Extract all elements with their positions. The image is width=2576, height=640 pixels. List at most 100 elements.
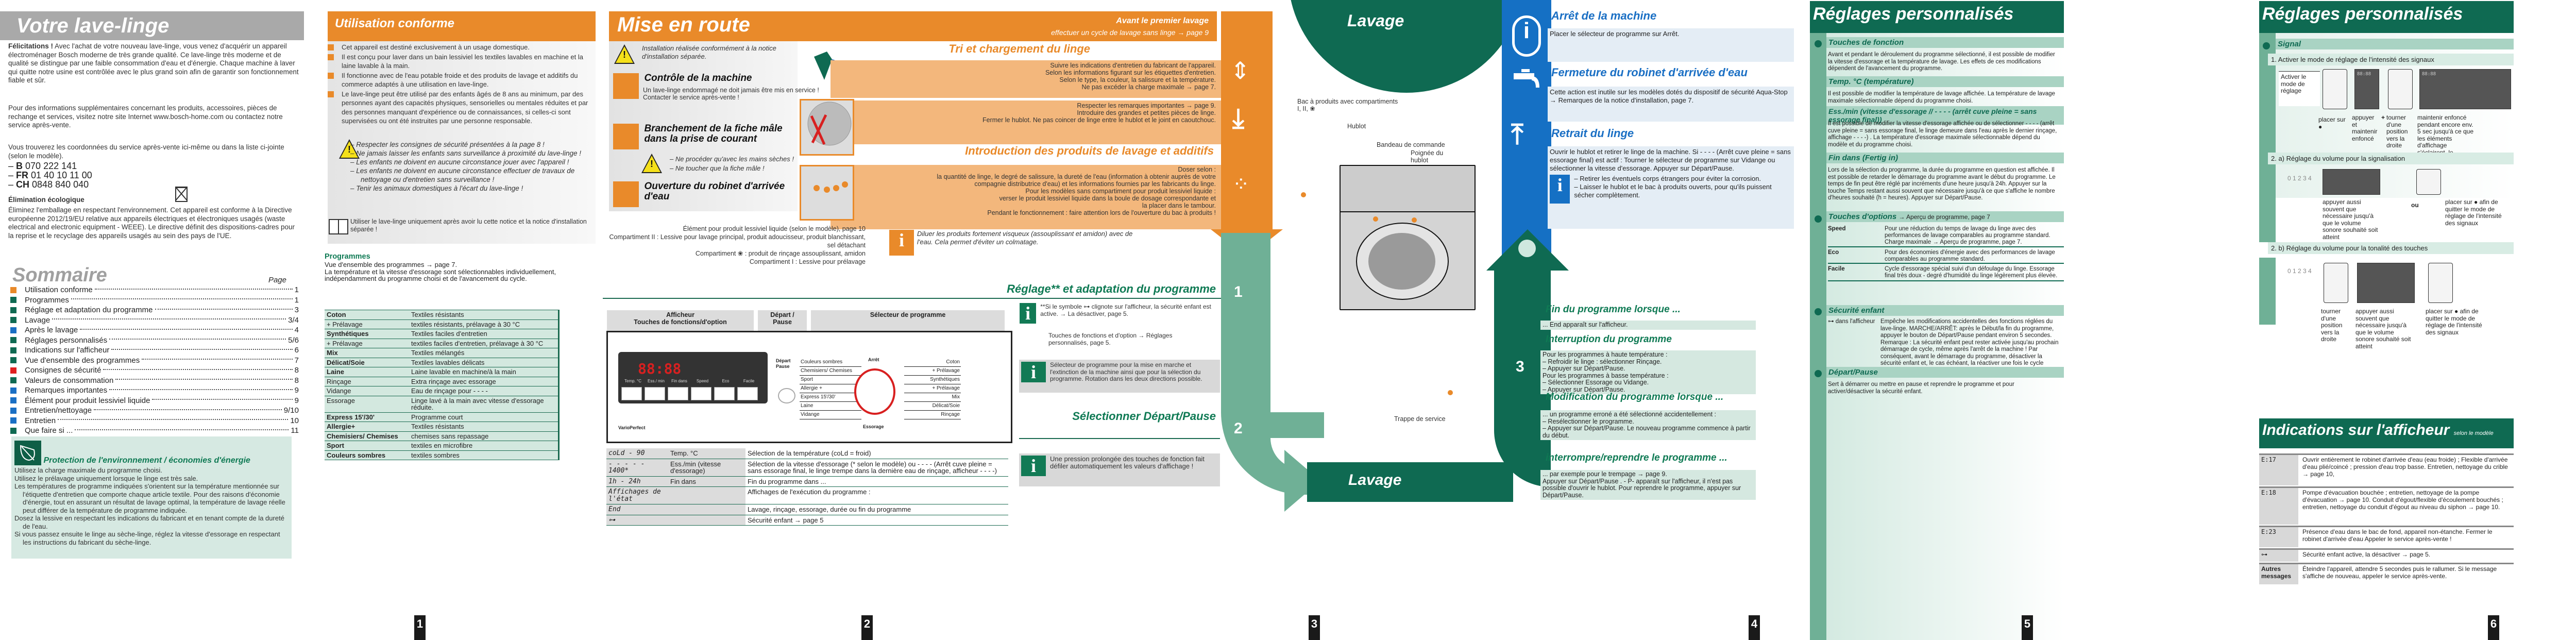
dial-program-label: Délicat/Soie: [904, 402, 961, 411]
panel-head-display: Afficheur Touches de fonctions/d'option: [607, 310, 754, 331]
intro-text: Félicitations ! Avec l'achat de votre no…: [8, 42, 302, 85]
install-steps-box: [609, 41, 798, 211]
washing-machine-illustration: [1340, 165, 1476, 310]
easy-button[interactable]: [737, 387, 758, 400]
table-row: ⊶Sécurité enfant → page 5: [606, 515, 1008, 526]
speed-button[interactable]: [691, 387, 711, 400]
eco-title: Protection de l'environnement / économie…: [43, 456, 250, 465]
caption: tourner d'une position vers la droite: [2321, 308, 2343, 343]
book-note: Utiliser le lave-linge uniquement après …: [350, 218, 587, 233]
detergent-list: Doser selon :la quantité de linge, le de…: [835, 166, 1216, 216]
toc-label: Réglages personnalisés: [25, 335, 108, 345]
install-note: Installation réalisée conformément à la …: [642, 44, 776, 60]
section-title: Modification du programme lorsque ...: [1546, 392, 1724, 402]
book-icon: [329, 219, 348, 234]
green-flow-arrow: [1221, 233, 1270, 413]
display-illustration: [2357, 263, 2415, 303]
dial-program-label: Sport: [800, 376, 861, 384]
eco-button[interactable]: [714, 387, 735, 400]
caption: placer sur ● afin de quitter le mode de …: [2445, 198, 2502, 227]
dilute-note: i Diluer les produits fortement visqueux…: [889, 230, 1133, 256]
bullet-square: [328, 44, 334, 50]
text-line: Élément pour produit lessiviel liquide (…: [683, 225, 866, 232]
section-title: interrompre/reprendre le programme ...: [1546, 452, 1727, 463]
temp-button[interactable]: [621, 387, 642, 400]
dial-program-label: Rinçage: [904, 411, 961, 419]
program-desc: Programme court: [409, 412, 559, 422]
option-key: Speed: [1828, 226, 1846, 232]
bullet-dot: [2263, 42, 2270, 49]
spin-button[interactable]: [645, 387, 665, 400]
display-label: [668, 486, 745, 504]
indications-subtitle: selon le modèle: [2453, 430, 2494, 436]
start-pause-button[interactable]: [778, 388, 795, 403]
dial-program-label: + Prélavage: [904, 367, 961, 376]
error-text: Sécurité enfant active, la désactiver → …: [2302, 551, 2431, 558]
display-code: 1h - 24h: [606, 476, 668, 487]
display-desc: Fin du programme dans ...: [745, 476, 1008, 487]
marker-dot: [1412, 217, 1417, 223]
loading-list: Respecter les remarques importantes → pa…: [845, 102, 1216, 124]
program-selector-dial[interactable]: [854, 368, 895, 415]
dial-program-label: Express 15'/30': [800, 393, 861, 402]
display-illustration: 88:88: [2354, 69, 2379, 109]
phone-item: – CH 0848 840 040: [8, 179, 89, 190]
toc-color-marker: [10, 367, 16, 374]
toc-page: 9: [294, 396, 299, 405]
program-desc: Linge lavé à la main avec vitesse d'esso…: [409, 395, 559, 413]
display-digits: 88:88: [638, 360, 682, 377]
label-dispenser: Bac à produits avec compartiments I, II,…: [1297, 98, 1398, 112]
display-desc: Affichages de l'exécution du programme :: [745, 486, 1008, 504]
toc-page: 1: [294, 295, 299, 305]
caption: appuyer et maintenir enfoncé: [2352, 114, 2378, 142]
volume-scale: 0 1 2 3 4: [2287, 267, 2312, 275]
program-name: Express 15'/30': [325, 412, 409, 422]
adjust-title: Réglage** et adaptation du programme: [1007, 282, 1216, 295]
page-number: 2: [861, 615, 873, 640]
end-in-button[interactable]: [668, 387, 688, 400]
toc-label: Programmes: [25, 295, 69, 305]
program-desc: textiles sombres: [409, 450, 559, 460]
text-line: Compartiment I : Lessive pour prélavage: [749, 258, 866, 265]
select-title: Sélectionner Départ/Pause: [1072, 410, 1216, 423]
phone-list: – B 070 222 141 – FR 01 40 10 11 00 – CH…: [8, 161, 92, 189]
info-text: Pour des informations supplémentaires co…: [8, 104, 283, 129]
page-number: 3: [1309, 615, 1320, 640]
sorting-title: Tri et chargement du linge: [835, 42, 1092, 56]
toc-color-marker: [10, 417, 16, 424]
text-line: Introduire des grandes et petites pièces…: [1077, 109, 1216, 116]
caption: placer sur ● afin de quitter le mode de …: [2426, 308, 2482, 336]
section-text: ... par exemple pour le trempage → page …: [1540, 470, 1756, 500]
dial-illustration: [2416, 169, 2441, 195]
eco-item: Si vous passez ensuite le linge au sèche…: [14, 530, 280, 546]
toc-leader: [109, 339, 286, 340]
step-plug: Branchement de la fiche mâle dans la pri…: [613, 124, 799, 149]
text-line: la placer dans le tambour.: [1142, 202, 1216, 209]
display-code: End: [606, 504, 668, 515]
indications-header: Indications sur l'afficheur selon le mod…: [2259, 418, 2514, 448]
section-title: Temp. °C (température): [1826, 76, 2064, 87]
intro-bold: Félicitations !: [8, 42, 54, 50]
toc-item[interactable]: Que faire si ...11: [10, 426, 299, 436]
toc-item[interactable]: Programmes 1: [10, 295, 299, 306]
after-wash-column: i ⤒: [1502, 0, 1551, 268]
